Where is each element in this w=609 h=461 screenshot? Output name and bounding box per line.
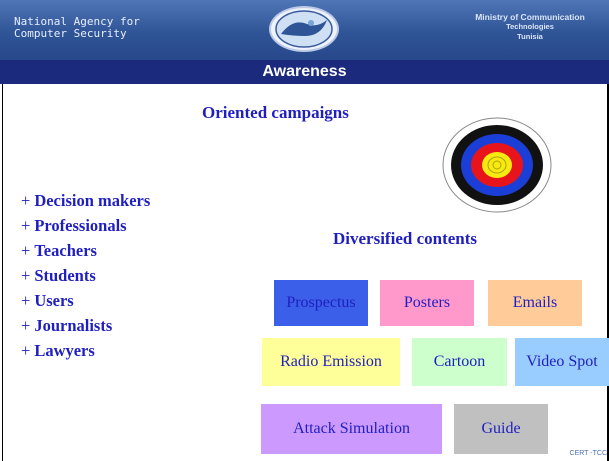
list-item: +Journalists (21, 316, 113, 335)
oriented-campaigns-heading: Oriented campaigns (202, 103, 349, 122)
audience-list: +Decision makers +Professionals +Teacher… (21, 188, 150, 363)
list-item: +Users (21, 291, 74, 310)
content-box-guide: Guide (454, 404, 548, 454)
content-box-prospectus: Prospectus (274, 280, 368, 326)
right-border (607, 84, 609, 461)
content-box-attack-simulation: Attack Simulation (261, 404, 442, 454)
agency-logo (269, 6, 339, 52)
list-item: +Professionals (21, 216, 127, 235)
footer-credit: CERT -TCC (569, 450, 607, 457)
list-item: +Lawyers (21, 341, 95, 360)
left-border (2, 84, 3, 461)
content-box-posters: Posters (380, 280, 474, 326)
page-title: Awareness (0, 60, 609, 84)
content-box-cartoon: Cartoon (412, 338, 507, 386)
list-item: +Teachers (21, 241, 97, 260)
diversified-contents-heading: Diversified contents (333, 229, 478, 248)
content-box-emails: Emails (488, 280, 582, 326)
content-box-radio-emission: Radio Emission (262, 338, 400, 386)
target-icon (442, 117, 552, 213)
content-box-video-spot: Video Spot (515, 338, 609, 386)
list-item: +Students (21, 266, 96, 285)
list-item: +Decision makers (21, 191, 151, 210)
logo-emblem-icon (275, 10, 333, 48)
ministry-name: Ministry of Communication Technologies T… (475, 12, 585, 41)
